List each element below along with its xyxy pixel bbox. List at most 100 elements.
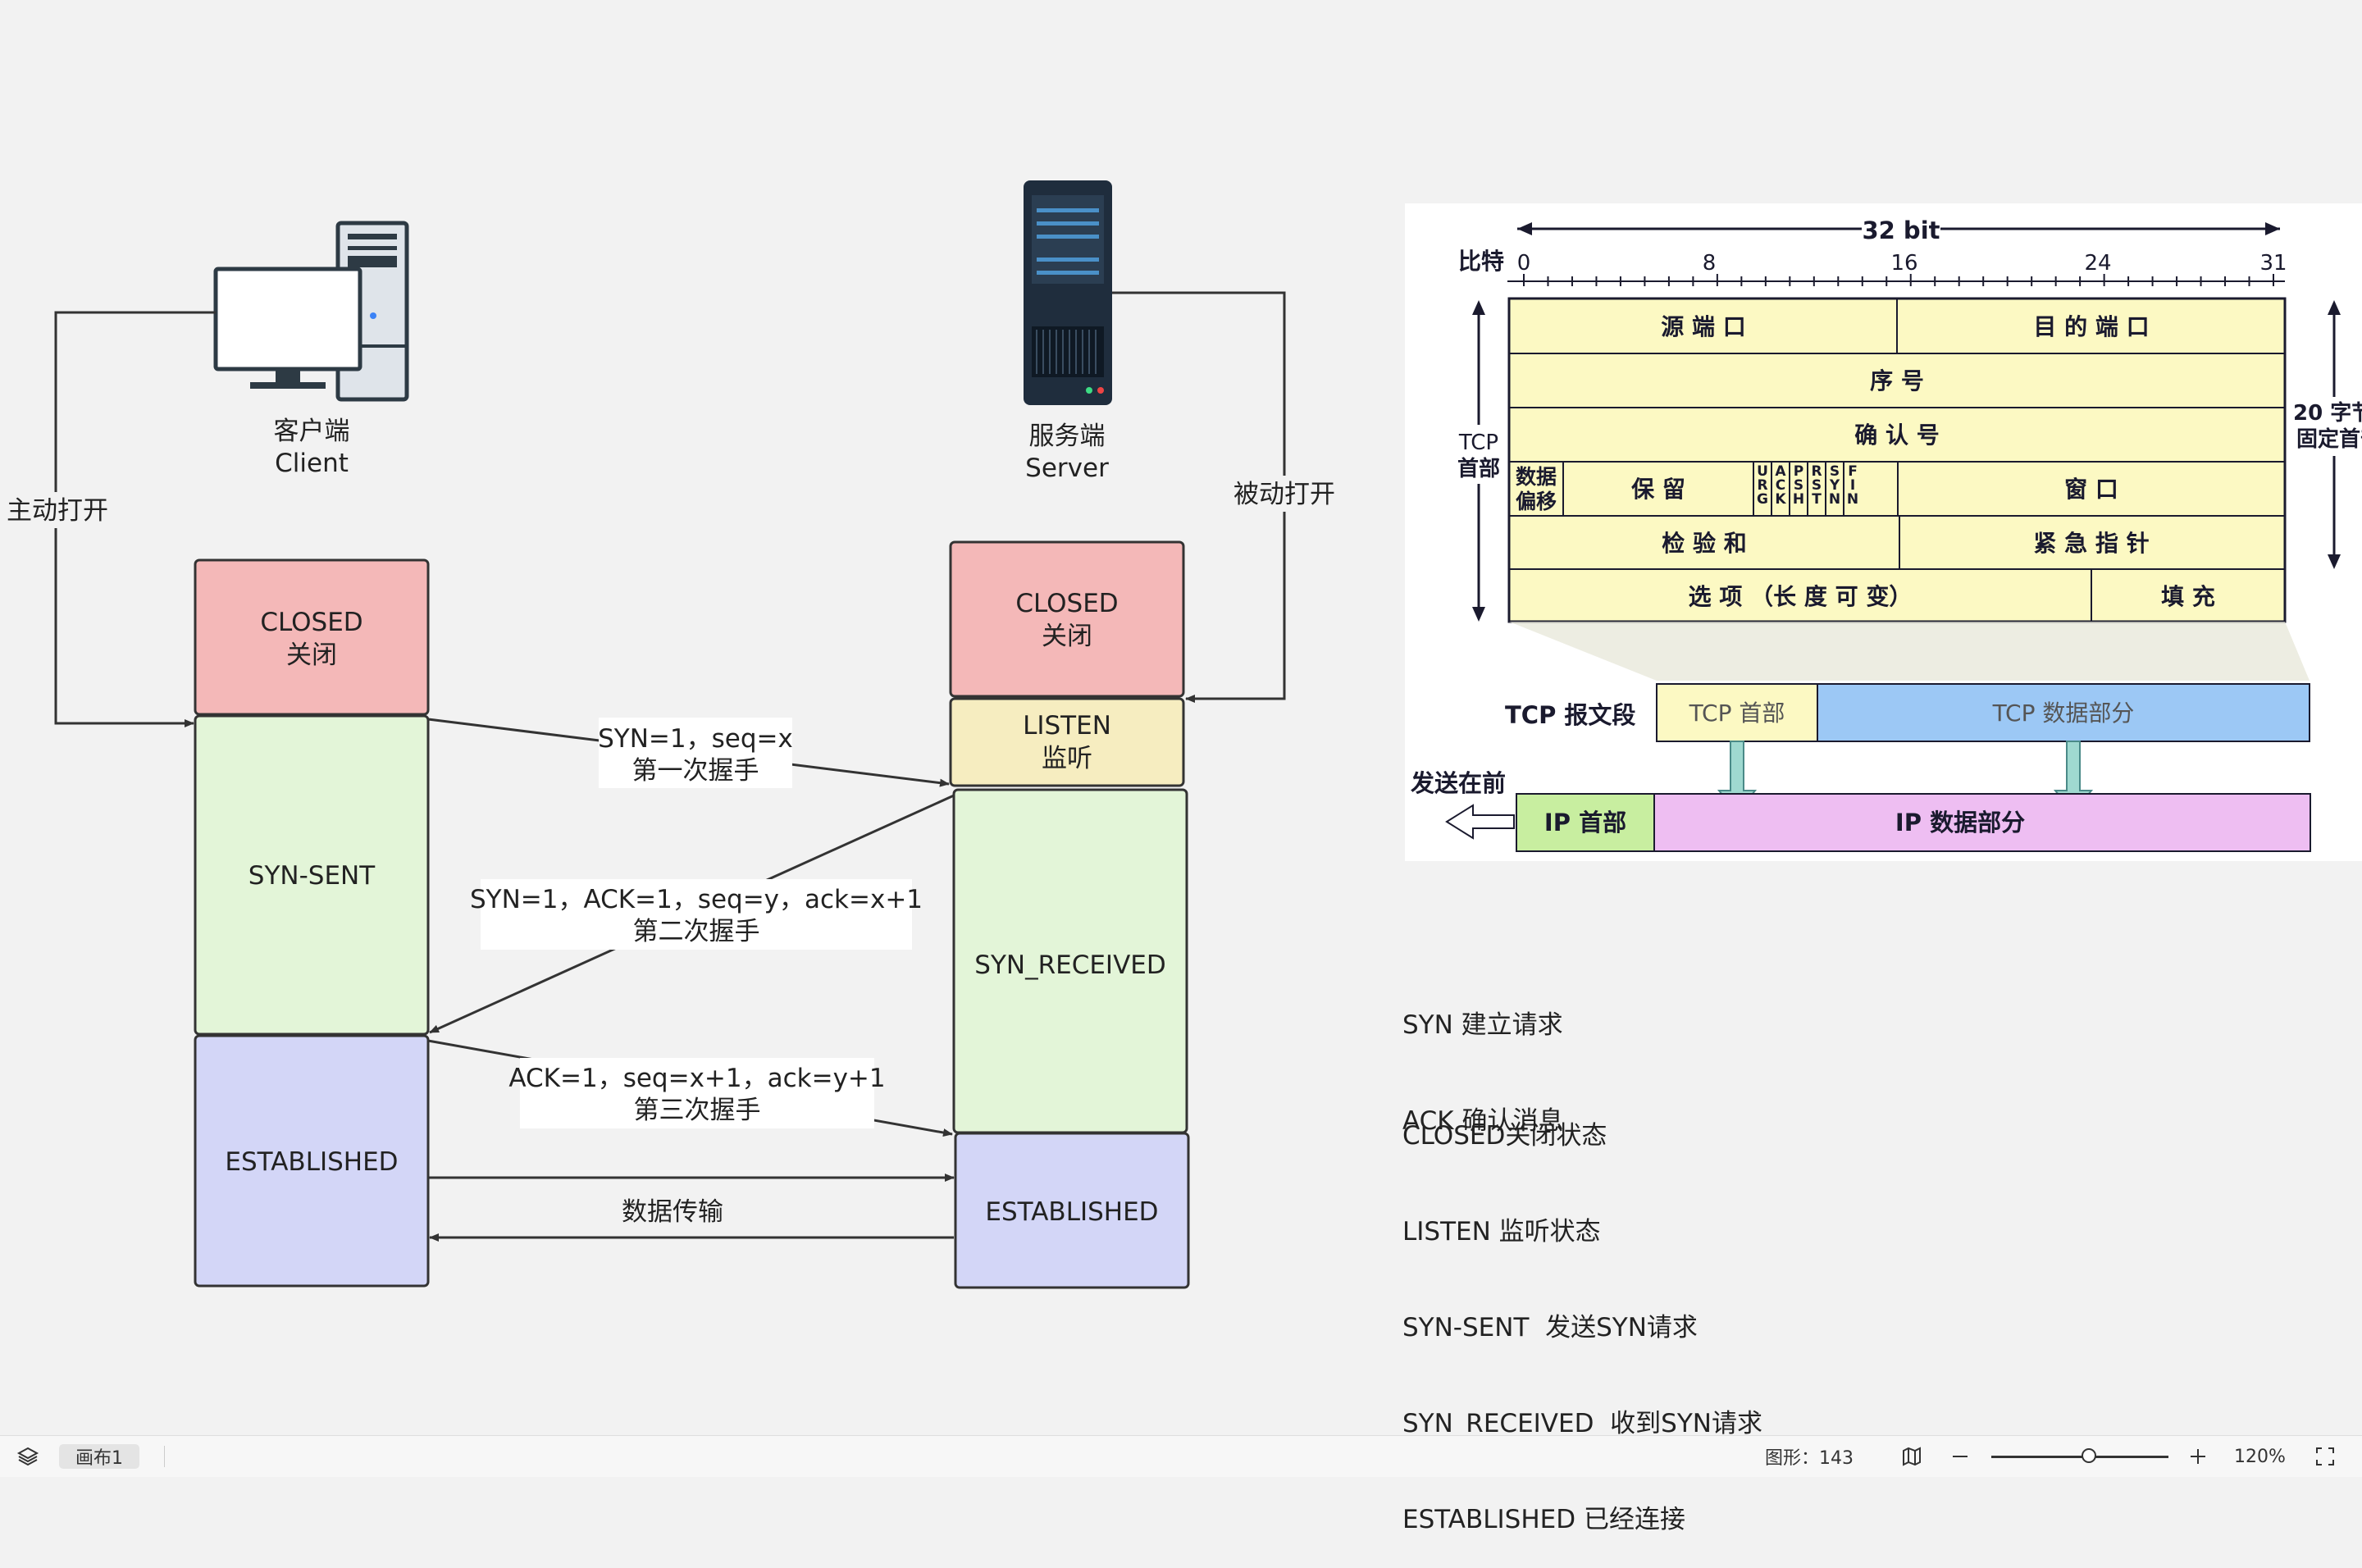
tcp-header-figure: 32 bit 比特 0 8 16 24 31 TCP 首部 20 字节 固定首部 [1405,203,2362,861]
client-state-closed [194,558,430,716]
flag-letter: U [1757,463,1768,480]
server-closed-cn: 关闭 [1042,622,1092,651]
server-label-en: Server [1025,454,1109,483]
client-label-en: Client [275,449,349,478]
client-state-syn-sent [194,714,430,1036]
padding-field: 填 充 [2161,583,2215,610]
flag-letter: S [1830,463,1840,480]
client-closed-cn: 关闭 [286,640,337,670]
flag-letter: N [1847,491,1858,508]
width-label: 32 bit [1862,217,1940,244]
third-handshake-label-bg [520,1058,874,1128]
flag-letter: N [1829,491,1840,508]
fixed-header-label-1: 20 字节 [2293,400,2362,426]
tab-canvas-1[interactable]: 画布1 [59,1444,139,1469]
src-port-field: 源 端 口 [1661,313,1746,340]
zoom-in-icon[interactable] [2188,1436,2208,1477]
flag-letter: F [1848,463,1858,480]
map-icon[interactable] [1901,1436,1922,1477]
fullscreen-icon[interactable] [2314,1436,2336,1477]
reserved-field: 保 留 [1631,476,1685,503]
tick-31: 31 [2259,251,2287,276]
segment-label: TCP 报文段 [1505,701,1635,729]
zoom-slider-track[interactable] [1991,1456,2168,1458]
bit-label: 比特 [1458,248,1504,275]
server-listen-en: LISTEN [1023,711,1111,741]
client-closed-en: CLOSED [260,608,363,637]
legend-flags: SYN 建立请求 ACK 确认消息 [1402,946,1564,1169]
first-handshake-label-bg [599,718,792,788]
server-listen-cn: 监听 [1042,744,1092,773]
flag-letter: P [1794,463,1803,480]
server-state-established [954,1132,1190,1289]
second-handshake-label-bg [481,879,912,950]
legend-syn-received: SYN_RECEIVED 收到SYN请求 [1402,1409,1762,1438]
third-handshake-line2: 第三次握手 [634,1096,761,1125]
server-closed-en: CLOSED [1015,589,1118,618]
first-handshake-line2: 第一次握手 [632,756,759,786]
flag-letter: I [1850,477,1855,494]
checksum-field: 检 验 和 [1662,530,1747,557]
offset-field-1: 数据 [1516,465,1557,489]
zoom-slider-thumb[interactable] [2082,1448,2096,1463]
send-first-label: 发送在前 [1410,769,1506,797]
flag-letter: A [1775,463,1786,480]
server-label-cn: 服务端 [1029,422,1106,451]
active-open-label-bg [5,492,110,528]
tab-divider [164,1436,165,1477]
tick-16: 16 [1890,251,1917,276]
ack-num-field: 确 认 号 [1854,422,1940,449]
seq-field: 序 号 [1870,367,1924,394]
server-rack-icon [1024,180,1112,405]
legend-established: ESTABLISHED 已经连接 [1402,1505,1685,1534]
server-state-listen [949,697,1185,787]
flag-letter: S [1794,477,1803,494]
flag-letter: T [1812,491,1822,508]
zoom-level[interactable]: 120% [2234,1446,2286,1467]
second-handshake-line1: SYN=1，ACK=1，seq=y，ack=x+1 [470,885,923,914]
ip-head-block: IP 首部 [1544,809,1626,836]
first-handshake-line1: SYN=1，seq=x [598,724,793,754]
client-state-established [194,1034,430,1288]
fixed-header-label-2: 固定首部 [2296,426,2362,452]
legend-syn-sent: SYN-SENT 发送SYN请求 [1402,1313,1698,1342]
zoom-out-icon[interactable] [1950,1436,1970,1477]
status-bar: 画布1 图形：143 120% [0,1435,2362,1477]
tcp-head-block: TCP 首部 [1689,700,1785,727]
legend-listen: LISTEN 监听状态 [1402,1217,1601,1247]
client-syn-sent-label: SYN-SENT [249,861,376,891]
tcp-data-block: TCP 数据部分 [1992,700,2135,727]
tick-24: 24 [2084,251,2111,276]
third-handshake-line1: ACK=1，seq=x+1，ack=y+1 [508,1064,885,1093]
offset-field-2: 偏移 [1516,490,1557,513]
window-field: 窗 口 [2064,476,2118,503]
options-field: 选 项 （长 度 可 变） [1689,583,1913,610]
flag-letter: Y [1829,477,1840,494]
layers-icon[interactable] [16,1436,39,1477]
passive-open-label: 被动打开 [1233,480,1335,509]
server-syn-received-label: SYN_RECEIVED [974,950,1165,980]
legend-states: CLOSED关闭状态 LISTEN 监听状态 SYN-SENT 发送SYN请求 … [1402,1056,1762,1568]
client-established-label: ESTABLISHED [225,1147,398,1177]
legend-ack: ACK 确认消息 [1402,1106,1564,1136]
flag-letter: H [1793,491,1804,508]
tick-0: 0 [1517,251,1531,276]
passive-open-label-bg [1232,476,1337,512]
tick-8: 8 [1703,251,1717,276]
flag-letter: C [1776,477,1785,494]
legend-closed: CLOSED关闭状态 [1402,1121,1607,1151]
flag-letter: S [1812,477,1822,494]
tcp-side-label-2: 首部 [1457,456,1500,481]
flag-letter: R [1757,477,1767,494]
server-state-closed [949,540,1185,698]
dst-port-field: 目 的 端 口 [2033,313,2149,340]
urgent-field: 紧 急 指 针 [2033,530,2149,557]
flag-letter: R [1811,463,1822,480]
data-transfer-label: 数据传输 [622,1197,723,1227]
flag-letter: G [1757,491,1768,508]
flag-letter: K [1775,491,1786,508]
ip-data-block: IP 数据部分 [1895,809,2025,836]
second-handshake-line2: 第二次握手 [633,917,760,946]
shape-count: 图形：143 [1765,1448,1854,1469]
tcp-side-label-1: TCP [1458,431,1498,455]
